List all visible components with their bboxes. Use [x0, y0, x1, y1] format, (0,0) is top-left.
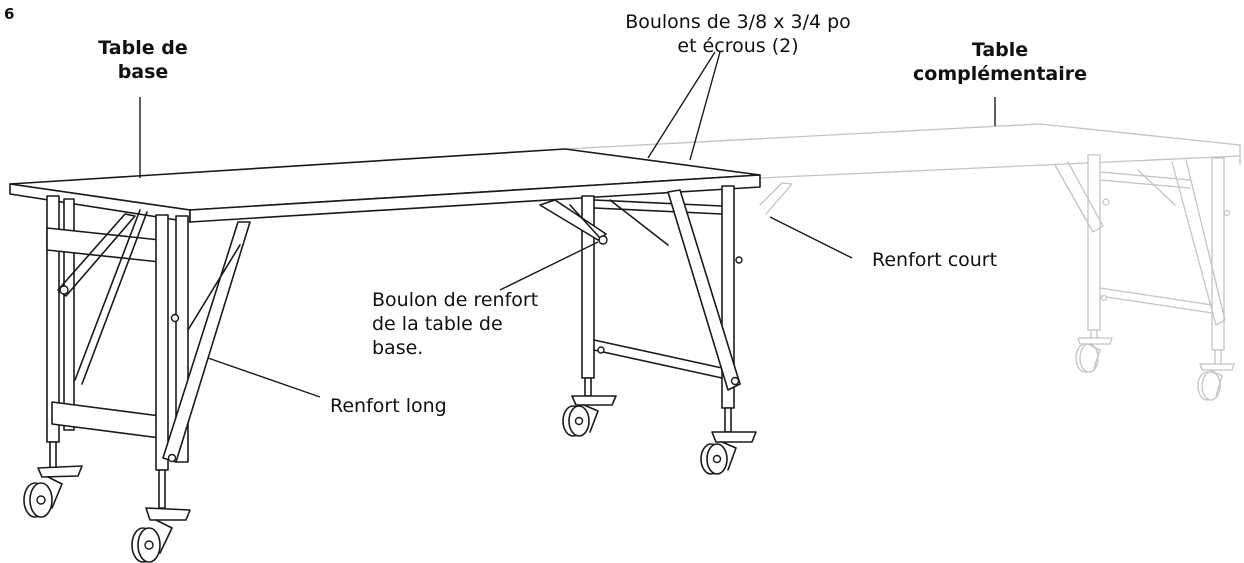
- leader-bolt-1: [647, 51, 716, 159]
- leader-bolt-2: [689, 51, 721, 161]
- leader-long-brace: [207, 357, 321, 398]
- label-base-brace-bolt-line3: base.: [372, 337, 424, 359]
- label-bolts-line1: Boulons de 3/8 x 3/4 po: [625, 11, 851, 33]
- label-base-brace-bolt: Boulon de renfort de la table de base.: [372, 288, 538, 360]
- label-extension-table-line1: Table: [971, 39, 1029, 61]
- label-extension-table: Table complémentaire: [900, 38, 1100, 86]
- leader-short-brace: [769, 216, 853, 259]
- label-short-brace: Renfort court: [872, 249, 998, 271]
- label-base-brace-bolt-line2: de la table de: [372, 313, 503, 335]
- label-bolts-line2: et écrous (2): [677, 35, 799, 57]
- label-long-brace: Renfort long: [330, 395, 447, 417]
- leader-base-brace-bolt: [499, 241, 599, 291]
- label-extension-table-line2: complémentaire: [913, 63, 1087, 85]
- base-table: [9, 148, 761, 563]
- label-base-table: Table de base: [88, 36, 198, 84]
- label-base-table-line1: Table de: [98, 37, 188, 59]
- step-number: 6: [4, 5, 15, 23]
- extension-table: [564, 123, 1241, 401]
- leader-lines: [139, 51, 996, 398]
- label-bolts: Boulons de 3/8 x 3/4 po et écrous (2): [618, 10, 858, 58]
- label-base-table-line2: base: [117, 61, 169, 83]
- label-base-brace-bolt-line1: Boulon de renfort: [372, 289, 539, 311]
